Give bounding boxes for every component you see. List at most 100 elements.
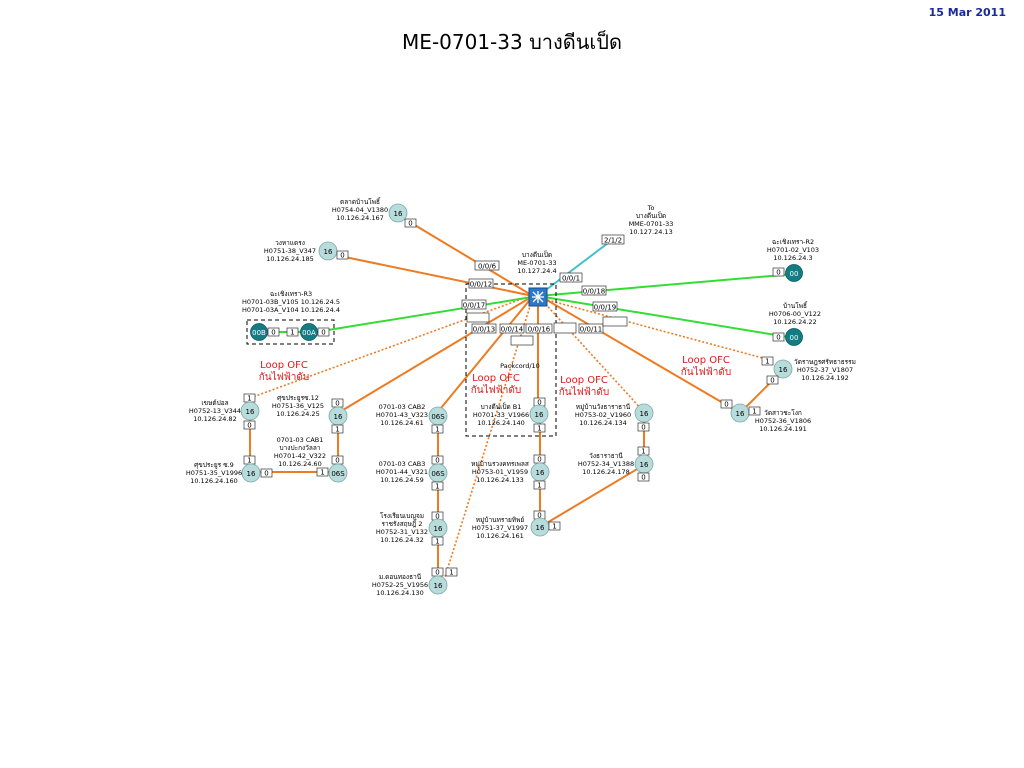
core-switch[interactable] — [528, 287, 548, 307]
port-muban-s-1[interactable]: 1 — [533, 480, 546, 490]
port-0-0-18[interactable]: 0/0/18 — [581, 285, 607, 296]
svg-text:1: 1 — [765, 358, 769, 366]
svg-text:0: 0 — [435, 457, 439, 465]
port-blank-1[interactable] — [466, 312, 490, 323]
port-blank-2[interactable] — [553, 322, 577, 334]
port-sukprayun12-1[interactable]: 1 — [331, 424, 344, 434]
port-wat-sao-1[interactable]: 1 — [748, 406, 761, 416]
port-0-0-16[interactable]: 0/0/16 — [525, 323, 553, 334]
node-b1[interactable]: 16 — [529, 404, 549, 424]
port-banpho[interactable]: 0 — [772, 332, 785, 342]
port-cab1-0[interactable]: 0 — [331, 455, 344, 465]
node-school[interactable]: 16 — [428, 518, 448, 538]
node-banpho[interactable]: 00 — [785, 328, 803, 346]
svg-text:0/0/11: 0/0/11 — [580, 326, 603, 334]
khet-label-2: H0752-13_V344 — [189, 407, 241, 415]
port-r3-2[interactable]: 1 — [286, 327, 299, 337]
svg-text:0/0/14: 0/0/14 — [501, 326, 524, 334]
node-muban-t[interactable]: 16 — [530, 517, 550, 537]
port-0-0-1[interactable]: 0/0/1 — [559, 272, 583, 283]
sukprayun12-label-3: 10.126.24.25 — [276, 410, 319, 418]
svg-text:0: 0 — [271, 329, 275, 337]
port-b1-1[interactable]: 1 — [533, 423, 546, 433]
port-school-1[interactable]: 1 — [431, 536, 444, 546]
cab2-label-3: 10.126.24.61 — [380, 419, 423, 427]
port-0-0-6[interactable]: 0/0/6 — [474, 260, 500, 271]
svg-text:0: 0 — [641, 424, 645, 432]
port-wat-sao-0[interactable]: 0 — [720, 399, 733, 409]
node-wat-s[interactable]: 16 — [773, 359, 793, 379]
node-r2[interactable]: 00 — [785, 264, 803, 282]
port-cab2-1[interactable]: 1 — [431, 424, 444, 434]
banpho-label-3: 10.126.24.22 — [773, 318, 816, 326]
cab2-label-1: 0701-03 CAB2 — [379, 403, 426, 411]
node-r3-b[interactable]: 00B — [250, 323, 268, 341]
port-sukprayun9-0[interactable]: 0 — [260, 468, 273, 478]
port-cab3-1[interactable]: 1 — [431, 481, 444, 491]
port-2-1-2[interactable]: 2/1/2 — [601, 234, 625, 245]
mor-label-2: H0752-25_V1956 — [372, 581, 428, 589]
port-blank-4[interactable] — [510, 335, 534, 346]
port-blank-3[interactable] — [602, 316, 628, 327]
node-cab1[interactable]: 06S — [328, 463, 348, 483]
node-wanghakhrong[interactable]: 16 — [318, 241, 338, 261]
uplink-label-3: MME-0701-33 — [629, 220, 674, 228]
port-khet-0[interactable]: 0 — [243, 420, 256, 430]
port-muban-w-0[interactable]: 0 — [637, 422, 650, 432]
svg-text:0: 0 — [340, 252, 344, 260]
port-muban-t-1[interactable]: 1 — [548, 521, 561, 531]
port-mor-0[interactable]: 0 — [431, 567, 444, 577]
node-sukprayun12[interactable]: 16 — [328, 406, 348, 426]
cab3-label-3: 10.126.24.59 — [380, 476, 423, 484]
port-wat-s-0[interactable]: 0 — [766, 375, 779, 385]
port-wangthara-1[interactable]: 1 — [637, 446, 650, 456]
loop-core-mor — [443, 299, 533, 581]
port-0-0-12[interactable]: 0/0/12 — [468, 278, 494, 289]
port-wat-s-1[interactable]: 1 — [761, 356, 774, 366]
sukprayun9-label-1: ศุขประยูร ซ.9 — [194, 461, 234, 469]
node-muban-w[interactable]: 16 — [634, 403, 654, 423]
svg-text:0: 0 — [537, 399, 541, 407]
svg-text:1: 1 — [552, 523, 556, 531]
port-0-0-17[interactable]: 0/0/17 — [461, 299, 487, 310]
svg-text:1: 1 — [641, 448, 645, 456]
port-0-0-19[interactable]: 0/0/19 — [592, 301, 618, 312]
svg-text:16: 16 — [247, 470, 256, 478]
port-cab1-1[interactable]: 1 — [316, 467, 329, 477]
port-r3-3[interactable]: 0 — [317, 327, 330, 337]
port-0-0-11[interactable]: 0/0/11 — [578, 323, 604, 334]
node-muban-s[interactable]: 16 — [530, 462, 550, 482]
port-r2[interactable]: 0 — [772, 267, 785, 277]
svg-text:06S: 06S — [431, 470, 445, 478]
cab1-label-4: 10.126.24.60 — [278, 460, 321, 468]
node-r3-a[interactable]: 00A — [300, 323, 318, 341]
port-wanghakhrong[interactable]: 0 — [336, 250, 349, 260]
svg-text:00: 00 — [790, 270, 799, 278]
port-sukprayun9-1[interactable]: 1 — [243, 455, 256, 465]
node-talad[interactable]: 16 — [388, 203, 408, 223]
svg-text:00A: 00A — [302, 329, 316, 337]
sukprayun9-label-3: 10.126.24.160 — [190, 477, 238, 485]
port-mor-1[interactable]: 1 — [445, 567, 458, 577]
node-mor[interactable]: 16 — [428, 575, 448, 595]
loop-label-left-1: Loop OFC — [260, 360, 308, 371]
node-wangthara[interactable]: 16 — [634, 454, 654, 474]
port-0-0-13[interactable]: 0/0/13 — [471, 323, 497, 334]
node-wat-sao[interactable]: 16 — [730, 403, 750, 423]
node-cab3[interactable]: 06S — [428, 463, 448, 483]
r3-label-2: H0701-03B_V105 10.126.24.5 — [242, 298, 340, 306]
uplink-label-2: บางดีนเป็ด — [636, 211, 666, 220]
port-sukprayun12-0[interactable]: 0 — [331, 398, 344, 408]
node-khet[interactable]: 16 — [240, 401, 260, 421]
port-khet-1[interactable]: 1 — [243, 393, 256, 403]
port-muban-s-0[interactable]: 0 — [533, 454, 546, 464]
node-cab2[interactable]: 06S — [428, 406, 448, 426]
port-r3-1[interactable]: 0 — [267, 327, 280, 337]
svg-text:0/0/17: 0/0/17 — [463, 302, 486, 310]
loop-label-left-2: กันไฟฟ้าดับ — [259, 371, 310, 383]
port-0-0-14[interactable]: 0/0/14 — [499, 323, 525, 334]
port-cab3-0[interactable]: 0 — [431, 455, 444, 465]
port-talad[interactable]: 0 — [404, 218, 417, 228]
node-sukprayun9[interactable]: 16 — [241, 463, 261, 483]
port-wangthara-0[interactable]: 0 — [637, 472, 650, 482]
